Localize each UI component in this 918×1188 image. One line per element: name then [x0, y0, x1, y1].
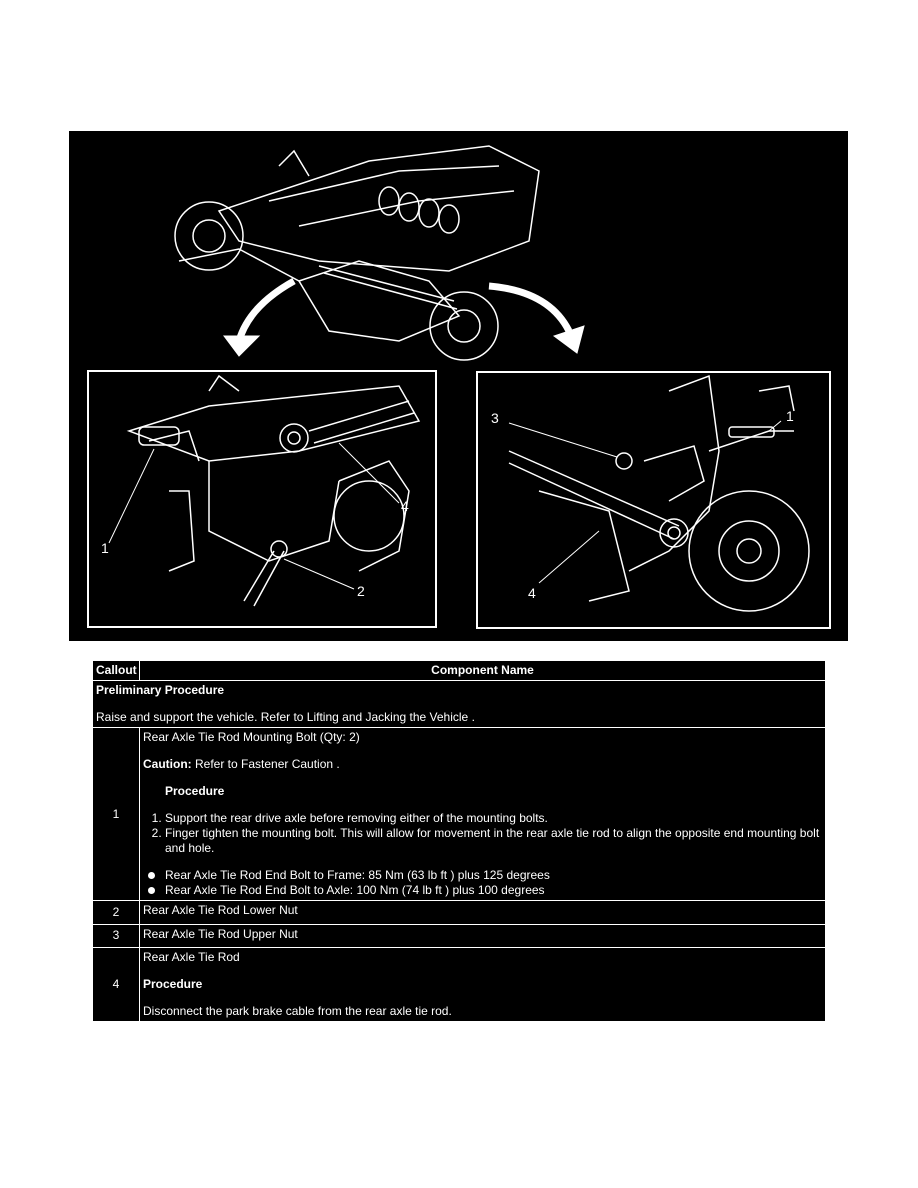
preliminary-procedure-text: Raise and support the vehicle. Refer to … [96, 710, 475, 724]
procedure-step: Finger tighten the mounting bolt. This w… [165, 826, 822, 856]
torque-specs: Rear Axle Tie Rod End Bolt to Frame: 85 … [143, 868, 822, 898]
caution-text: Refer to Fastener Caution . [191, 757, 340, 771]
left-detail-inset [87, 370, 437, 628]
component-name-column-header: Component Name [139, 660, 826, 681]
table-header-row: Callout Component Name [92, 660, 826, 681]
procedure-title: Procedure [143, 977, 203, 991]
overview-drawing [174, 145, 540, 361]
callout-number: 3 [92, 923, 140, 948]
callout-column-header: Callout [92, 660, 140, 681]
procedure-text: Disconnect the park brake cable from the… [143, 1004, 452, 1018]
right-callout-3: 3 [491, 410, 499, 426]
table-row: 3 Rear Axle Tie Rod Upper Nut [92, 923, 826, 948]
table-row: 2 Rear Axle Tie Rod Lower Nut [92, 900, 826, 925]
table-row: 1 Rear Axle Tie Rod Mounting Bolt (Qty: … [92, 727, 826, 901]
component-name: Rear Axle Tie Rod Lower Nut [139, 900, 826, 925]
procedure-title: Procedure [165, 784, 225, 798]
callout-table: Callout Component Name Preliminary Proce… [90, 658, 828, 1024]
table-row: 4 Rear Axle Tie Rod Procedure Disconnect… [92, 947, 826, 1022]
procedure-steps: Support the rear drive axle before remov… [143, 811, 822, 856]
left-callout-2: 2 [357, 583, 365, 599]
right-detail-inset [476, 371, 831, 629]
caution-note: Caution: Refer to Fastener Caution . [143, 757, 822, 772]
callout-number: 1 [92, 727, 140, 901]
left-callout-1: 1 [101, 540, 109, 556]
callout-number: 4 [92, 947, 140, 1022]
arrow-icon-right [488, 282, 585, 354]
right-callout-4: 4 [528, 585, 536, 601]
preliminary-procedure-title: Preliminary Procedure [96, 683, 225, 697]
left-detail-drawing [126, 374, 421, 607]
left-callout-4: 4 [401, 498, 409, 514]
component-name: Rear Axle Tie Rod Mounting Bolt (Qty: 2) [143, 730, 360, 744]
right-callout-1: 1 [786, 408, 794, 424]
callout-number: 2 [92, 900, 140, 925]
component-name: Rear Axle Tie Rod Upper Nut [139, 923, 826, 948]
procedure-step: Support the rear drive axle before remov… [165, 811, 822, 826]
preliminary-procedure-row: Preliminary Procedure Raise and support … [92, 680, 826, 728]
right-leader-lines [508, 420, 782, 584]
torque-spec: Rear Axle Tie Rod End Bolt to Axle: 100 … [148, 883, 822, 898]
caution-label: Caution: [143, 757, 192, 771]
left-leader-lines [108, 442, 400, 590]
torque-spec: Rear Axle Tie Rod End Bolt to Frame: 85 … [148, 868, 822, 883]
arrow-icon-left [223, 277, 296, 357]
component-name: Rear Axle Tie Rod [143, 950, 240, 964]
rear-axle-tie-rod-illustration: 1 2 4 3 1 4 [69, 131, 848, 641]
